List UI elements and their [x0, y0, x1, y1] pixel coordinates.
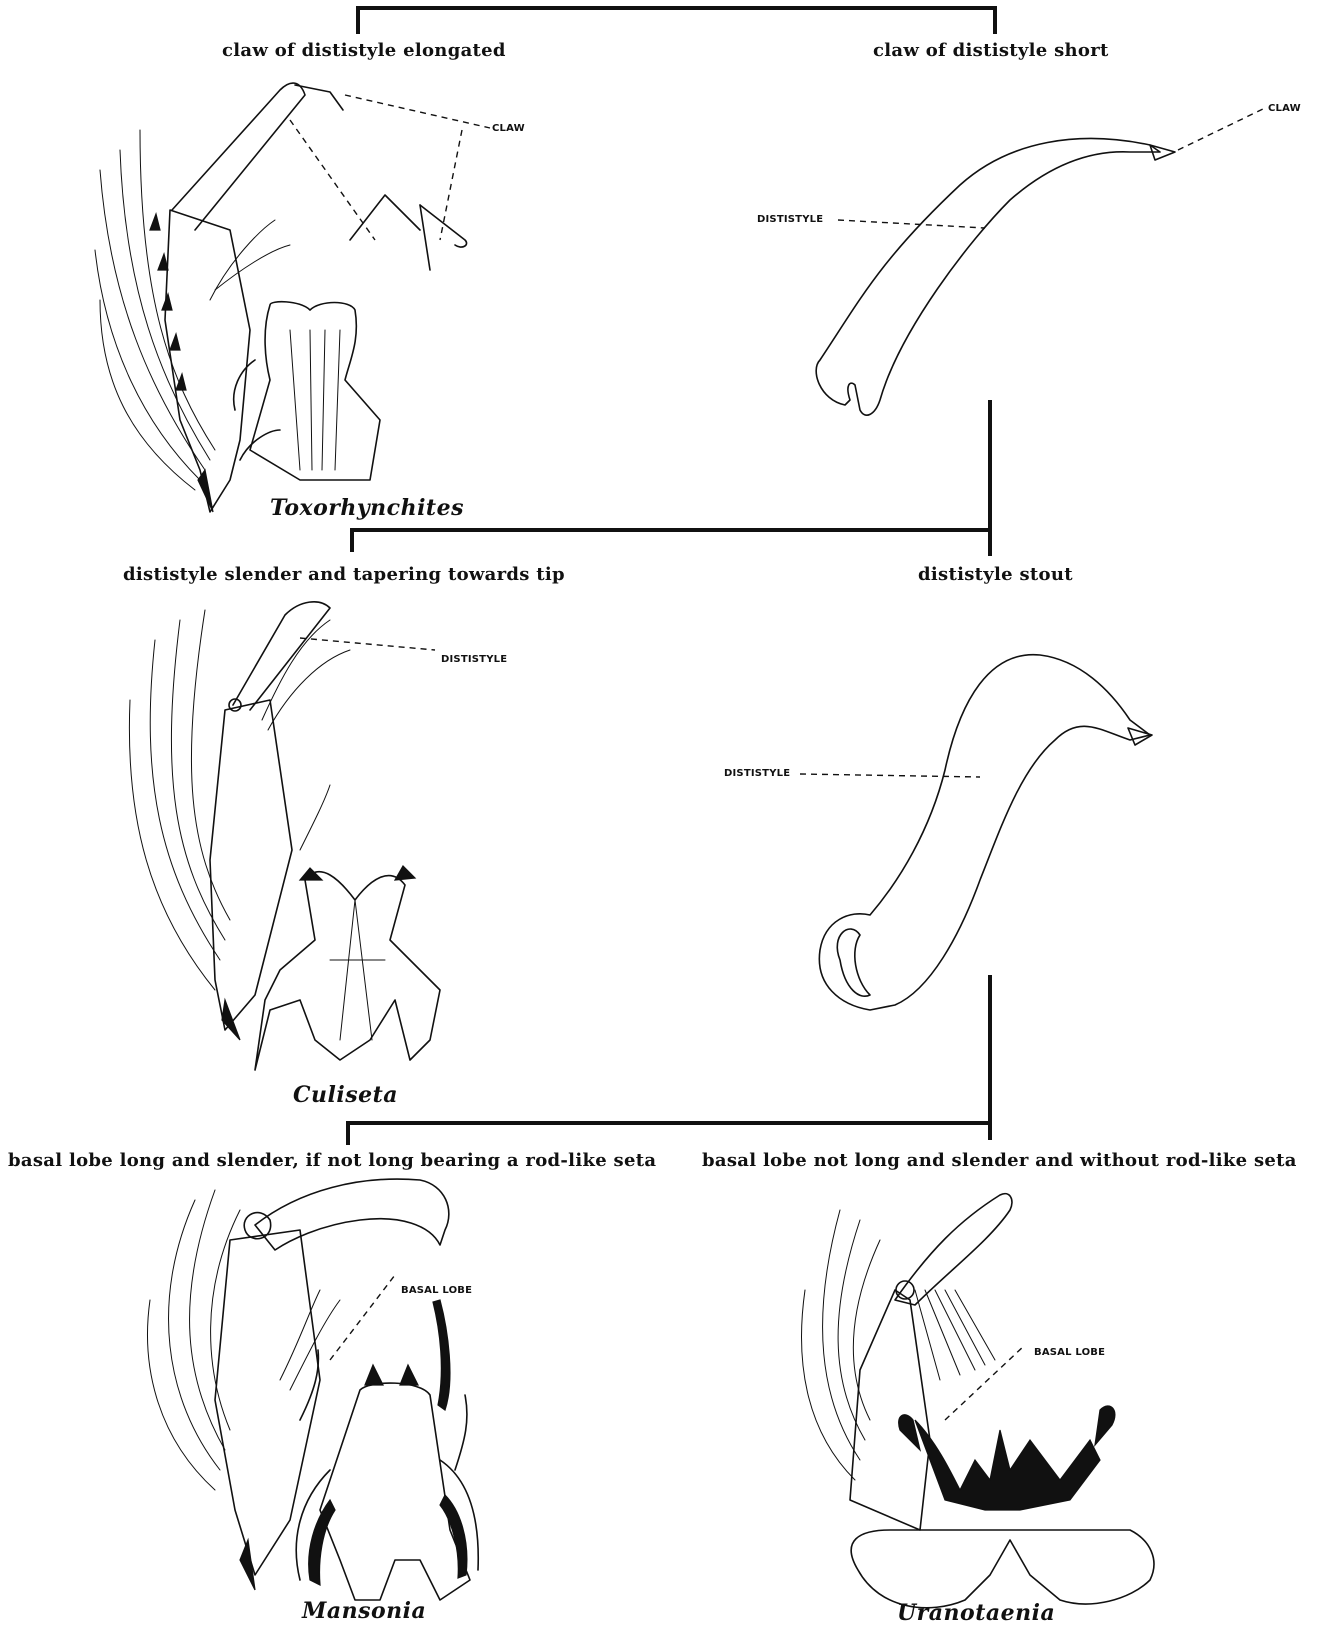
genus-mansonia: Mansonia — [302, 1598, 426, 1624]
claw-left-pointer — [290, 95, 490, 240]
toxorhynchites-drawing — [95, 83, 467, 512]
claw-right-pointer — [1178, 108, 1265, 150]
basal-lobe-left-pointer — [330, 1275, 395, 1360]
dististyle-stout-drawing — [819, 655, 1152, 1010]
couplet-1-bracket — [358, 8, 995, 34]
basal-lobe-right-label: BASAL LOBE — [1034, 1347, 1105, 1358]
couplet-2-right-statement: dististyle stout — [918, 564, 1073, 585]
basal-lobe-left-label: BASAL LOBE — [401, 1285, 472, 1296]
dististyle-label-2: DISTISTYLE — [441, 654, 507, 665]
couplet-3-bracket — [348, 975, 990, 1145]
genus-uranotaenia: Uranotaenia — [897, 1600, 1055, 1626]
basal-lobe-right-pointer — [945, 1345, 1025, 1420]
dististyle-1-pointer — [838, 220, 985, 228]
dististyle-3-pointer — [800, 774, 980, 777]
claw-left-label: CLAW — [492, 123, 525, 134]
claw-right-label: CLAW — [1268, 103, 1301, 114]
mansonia-drawing — [148, 1179, 479, 1600]
culiseta-drawing — [129, 602, 440, 1070]
dististyle-label-3: DISTISTYLE — [724, 768, 790, 779]
couplet-2-bracket — [352, 400, 990, 556]
dististyle-short-claw-drawing — [816, 138, 1175, 415]
couplet-3-left-statement: basal lobe long and slender, if not long… — [8, 1150, 656, 1171]
genus-culiseta: Culiseta — [293, 1082, 398, 1108]
dististyle-2-pointer — [300, 638, 435, 650]
couplet-3-right-statement: basal lobe not long and slender and with… — [702, 1150, 1297, 1171]
genus-toxorhynchites: Toxorhynchites — [270, 495, 464, 521]
uranotaenia-drawing — [802, 1194, 1154, 1608]
couplet-2-left-statement: dististyle slender and tapering towards … — [123, 564, 565, 585]
couplet-1-right-statement: claw of dististyle short — [873, 40, 1109, 61]
dististyle-label-1: DISTISTYLE — [757, 214, 823, 225]
couplet-1-left-statement: claw of dististyle elongated — [222, 40, 506, 61]
